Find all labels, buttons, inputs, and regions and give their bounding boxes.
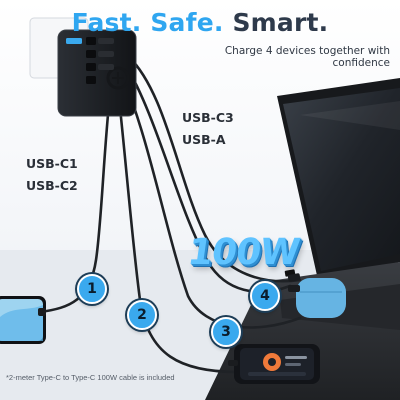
headline: Fast. Safe. Smart. [0,8,400,37]
charging-cables [38,54,302,374]
charger-logo-icon [106,66,130,90]
charger-display [66,38,82,44]
footnote-text: *2-meter Type-C to Type-C 100W cable is … [6,373,175,382]
headline-part-1: Fast. Safe. [71,8,224,37]
port-number-badge-2: 2 [127,300,157,330]
cable-footnote: *2-meter Type-C to Type-C 100W cable is … [6,373,175,382]
port-label-usb-c1: USB-C1 [26,156,78,171]
usb-c-port [86,37,96,45]
plug-head [98,38,114,44]
plug-head [98,51,114,57]
cable-1 [38,73,114,314]
headline-part-2: Smart. [232,8,329,37]
tagline: Charge 4 devices together with confidenc… [224,45,390,69]
laptop-cable-plug [287,273,301,282]
cable-3 [118,68,302,329]
screen-glare [300,101,400,130]
usb-c-port [86,63,96,71]
cable-5 [126,54,302,283]
port-label-usb-a: USB-A [182,132,226,147]
usb-a-port [86,76,96,84]
case-body [296,278,346,318]
earbuds-case [288,278,346,318]
bottom-smartphone [228,344,320,384]
charger-body [58,30,136,116]
phone-cable-plug [38,308,46,316]
case-cable-plug [288,285,300,292]
port-number-badge-4: 4 [250,281,280,311]
port-group-right: USB-C3 USB-A [182,107,234,151]
laptop-screen [283,88,400,271]
port-label-usb-c3: USB-C3 [182,110,234,125]
port-label-usb-c2: USB-C2 [26,178,78,193]
cable-2 [115,78,240,374]
port-number-badge-1: 1 [77,274,107,304]
usb-c-port [86,50,96,58]
port-number-badge-3: 3 [211,317,241,347]
gan-charger [57,29,137,117]
plug-head [98,64,114,70]
phone-cable-plug [228,360,238,366]
port-group-left: USB-C1 USB-C2 [26,153,78,197]
power-rating-badge: 100W [185,232,302,273]
left-smartphone [0,296,46,344]
